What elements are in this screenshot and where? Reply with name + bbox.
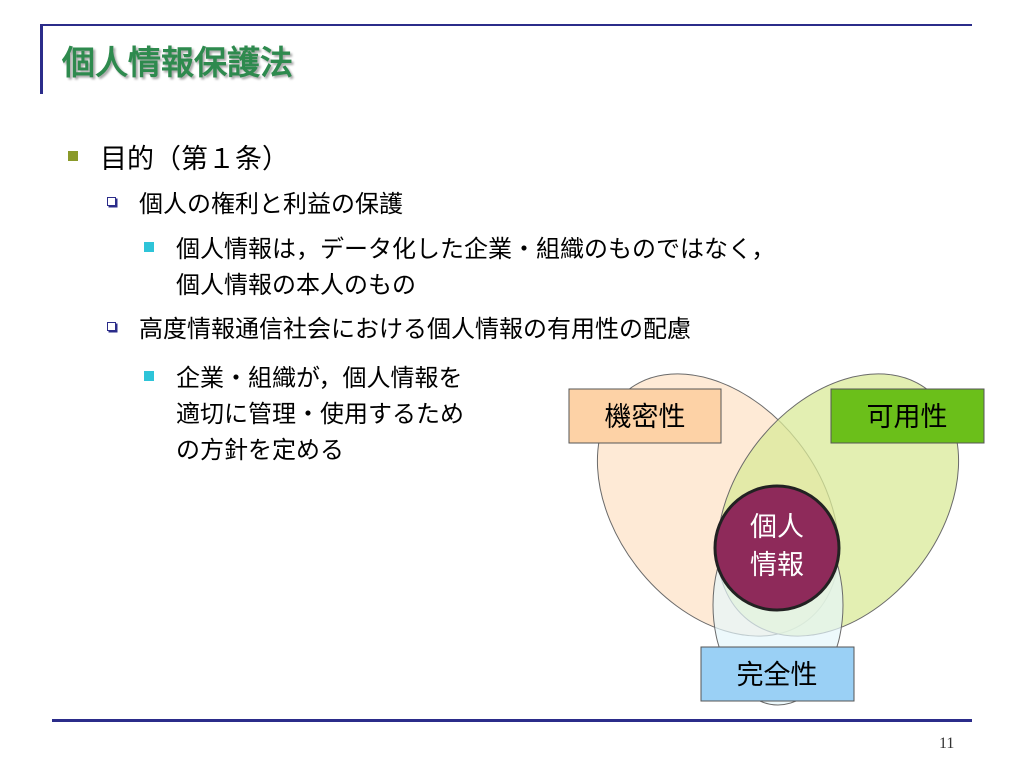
personal-info-circle	[713, 484, 841, 612]
availability-label-box	[830, 388, 985, 444]
bullet-l3-policy-line2: 適切に管理・使用するため	[176, 400, 464, 428]
integrity-label-box	[700, 646, 855, 702]
bullet-l1-purpose: 目的（第１条）	[100, 144, 289, 175]
title-accent-bar	[40, 24, 43, 94]
bullet-square-icon	[68, 151, 78, 161]
slide-title: 個人情報保護法	[62, 43, 293, 82]
bullet-hollow-square-icon	[107, 322, 116, 331]
bullet-square-icon	[144, 371, 154, 381]
bullet-l3-policy-line3: の方針を定める	[176, 436, 344, 464]
bullet-square-icon	[144, 242, 154, 252]
page-number: 11	[939, 735, 955, 752]
center-label-line2: 情報	[750, 550, 804, 581]
center-label-line1: 個人	[750, 512, 804, 543]
availability-label: 可用性	[867, 402, 948, 433]
bottom-rule	[52, 719, 972, 722]
bullet-l2-usefulness: 高度情報通信社会における個人情報の有用性の配慮	[139, 315, 691, 343]
bullet-l2-rights: 個人の権利と利益の保護	[139, 190, 403, 218]
bullet-l3-ownership-line2: 個人情報の本人のもの	[176, 271, 416, 299]
confidentiality-label-box	[568, 388, 722, 444]
bullet-l3-ownership-line1: 個人情報は，データ化した企業・組織のものではなく，	[176, 235, 776, 263]
bullet-l3-policy-line1: 企業・組織が，個人情報を	[176, 364, 463, 392]
top-rule	[40, 24, 972, 26]
integrity-label: 完全性	[737, 660, 818, 691]
confidentiality-label: 機密性	[605, 402, 686, 433]
bullet-hollow-square-icon	[107, 197, 116, 206]
